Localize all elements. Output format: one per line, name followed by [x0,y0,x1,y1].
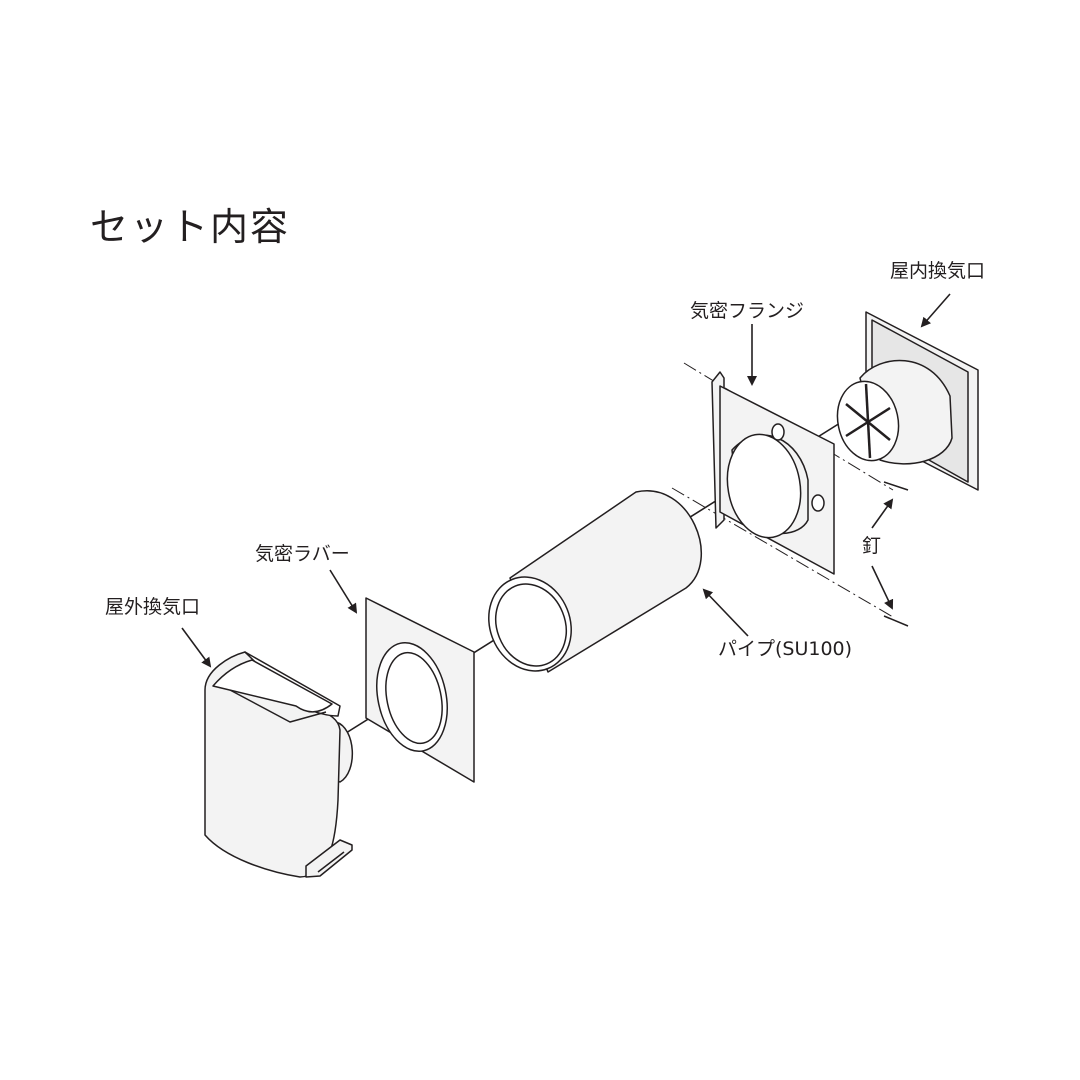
label-airtight-flange: 気密フランジ [690,300,805,322]
label-airtight-rubber: 気密ラバー [255,543,350,565]
label-nail: 釘 [862,535,882,557]
airtight-rubber-shape [365,597,475,783]
label-arrows [181,293,951,668]
airtight-flange-shape [711,371,835,575]
pipe-shape [488,490,703,673]
outdoor-vent-shape [204,651,353,878]
indoor-vent-shape [836,311,979,491]
page-title: セット内容 [90,205,291,249]
label-indoor-vent: 屋内換気口 [890,260,986,282]
nails-shape [883,481,909,627]
label-outdoor-vent: 屋外換気口 [105,596,201,618]
label-pipe: パイプ(SU100) [718,638,853,660]
